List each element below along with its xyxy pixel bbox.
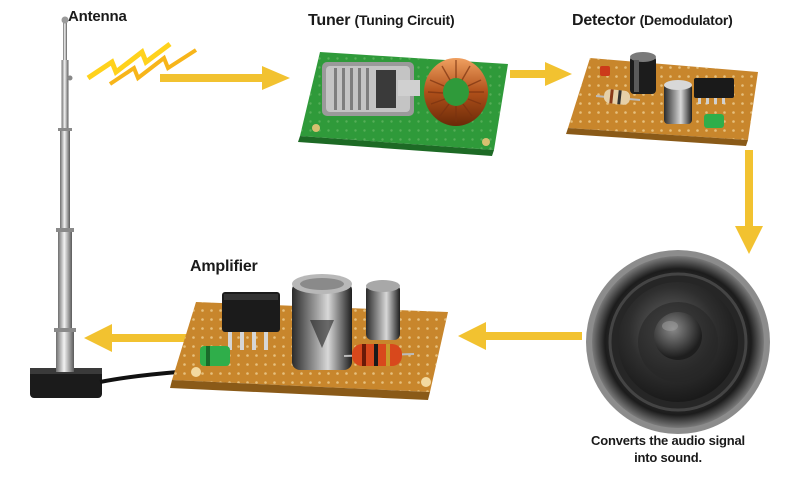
- label-amplifier: Amplifier: [190, 258, 258, 276]
- arrow-antenna-to-tuner: [160, 66, 290, 90]
- tuner-board-icon: [298, 52, 508, 156]
- amplifier-board-icon: [170, 274, 448, 400]
- speaker-caption-line2: into sound.: [634, 450, 702, 465]
- speaker-caption-line1: Converts the audio signal: [591, 433, 745, 448]
- label-detector-title: Detector: [572, 12, 636, 29]
- label-antenna: Antenna: [68, 8, 127, 25]
- label-detector: Detector (Demodulator): [572, 12, 733, 30]
- label-tuner-sub: (Tuning Circuit): [354, 12, 455, 28]
- speaker-icon: [586, 250, 770, 434]
- label-tuner: Tuner (Tuning Circuit): [308, 12, 455, 30]
- label-tuner-title: Tuner: [308, 12, 351, 29]
- arrow-speaker-to-amplifier: [458, 322, 582, 350]
- arrow-tuner-to-detector: [510, 62, 572, 86]
- label-detector-sub: (Demodulator): [639, 12, 733, 28]
- arrow-amplifier-to-antenna: [84, 324, 188, 352]
- label-amplifier-text: Amplifier: [190, 258, 258, 275]
- antenna-icon: [30, 16, 179, 398]
- label-speaker-caption: Converts the audio signal into sound.: [588, 432, 748, 466]
- detector-board-icon: [566, 52, 758, 146]
- arrow-detector-to-speaker: [735, 150, 763, 254]
- label-antenna-text: Antenna: [68, 8, 127, 25]
- radio-wave-icon: [86, 42, 198, 86]
